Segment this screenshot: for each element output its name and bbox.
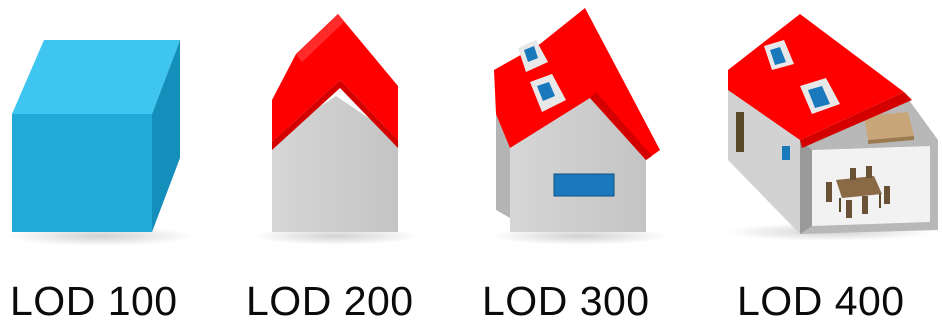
lod300-label: LOD 300: [482, 278, 650, 324]
interior-wall-edge: [800, 140, 812, 234]
box-front-face: [12, 114, 152, 232]
lod-models: [0, 0, 942, 270]
lod400-label: LOD 400: [737, 278, 905, 324]
lod200-label: LOD 200: [246, 278, 414, 324]
lod200-house: [252, 14, 420, 245]
box-top-face: [12, 40, 180, 114]
lod100-label: LOD 100: [10, 278, 178, 324]
door: [736, 112, 744, 152]
front-window: [554, 174, 614, 196]
lod400-house: [725, 14, 938, 241]
side-window: [782, 146, 790, 160]
lod100-box: [5, 40, 195, 246]
lod300-house: [490, 8, 670, 245]
